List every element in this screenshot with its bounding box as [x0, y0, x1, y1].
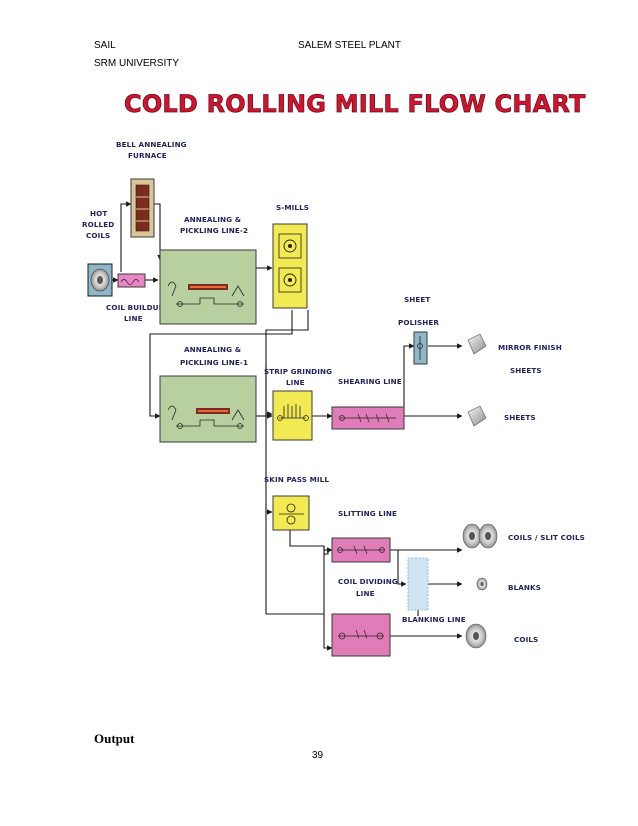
label-sheets: SHEETS [504, 413, 536, 422]
label-strip-grinding-2: LINE [286, 378, 305, 387]
label-skin-pass: SKIN PASS MILL [264, 475, 329, 484]
coil-buildup-line [117, 273, 146, 288]
sheet-polisher [413, 331, 428, 365]
label-s-mills: S-MILLS [276, 203, 309, 212]
annealing-pickling-line-2 [159, 249, 257, 325]
slitting-line [331, 537, 391, 563]
label-blanking: BLANKING LINE [402, 615, 466, 624]
mirror-finish-sheet-icon [467, 333, 487, 355]
header-right: SALEM STEEL PLANT [298, 40, 401, 51]
header-left: SAIL [94, 40, 116, 51]
output-label: Output [94, 731, 135, 746]
label-shearing: SHEARING LINE [338, 377, 402, 386]
slit-coils-icon [462, 523, 498, 549]
label-mirror-finish-1: MIRROR FINISH [498, 343, 562, 352]
hot-rolled-coil-icon [87, 263, 113, 297]
label-bell-annealing-2: FURNACE [128, 151, 167, 160]
label-blanks: BLANKS [508, 583, 541, 592]
label-coil-dividing-1: COIL DIVIDING [338, 577, 398, 586]
skin-pass-mill [272, 495, 310, 531]
label-coil-buildup-2: LINE [124, 314, 143, 323]
label-sheet: SHEET [404, 295, 430, 304]
label-apl2-2: PICKLING LINE-2 [180, 226, 248, 235]
label-polisher: POLISHER [398, 318, 439, 327]
label-apl1-1: ANNEALING & [184, 345, 241, 354]
connector-lines [112, 204, 463, 651]
label-strip-grinding-1: STRIP GRINDING [264, 367, 332, 376]
strip-grinding-line [272, 390, 313, 441]
label-slitting: SLITTING LINE [338, 509, 397, 518]
label-coils-final: COILS [514, 635, 538, 644]
s-mills [272, 223, 308, 309]
label-coils: COILS [86, 231, 110, 240]
coils-icon [465, 623, 487, 649]
label-apl2-1: ANNEALING & [184, 215, 241, 224]
chart-title: COLD ROLLING MILL FLOW CHART [124, 90, 586, 118]
coil-dividing-box [407, 557, 429, 611]
blanking-line [331, 613, 391, 657]
label-coils-slit-coils: COILS / SLIT COILS [508, 533, 585, 542]
flow-chart-diagram: COLD ROLLING MILL FLOW CHART [82, 90, 586, 657]
label-apl1-2: PICKLING LINE-1 [180, 358, 248, 367]
label-hot: HOT [90, 209, 107, 218]
sheets-icon [467, 405, 487, 427]
blanks-icon [476, 577, 488, 591]
page-number: 39 [312, 750, 324, 761]
annealing-pickling-line-1 [159, 375, 257, 443]
header-left-sub: SRM UNIVERSITY [94, 58, 180, 69]
bell-annealing-furnace [130, 178, 155, 238]
shearing-line [331, 406, 405, 430]
label-bell-annealing-1: BELL ANNEALING [116, 140, 187, 149]
label-coil-dividing-2: LINE [356, 589, 375, 598]
label-rolled: ROLLED [82, 220, 114, 229]
label-coil-buildup-1: COIL BUILDUP [106, 303, 164, 312]
label-mirror-finish-2: SHEETS [510, 366, 542, 375]
